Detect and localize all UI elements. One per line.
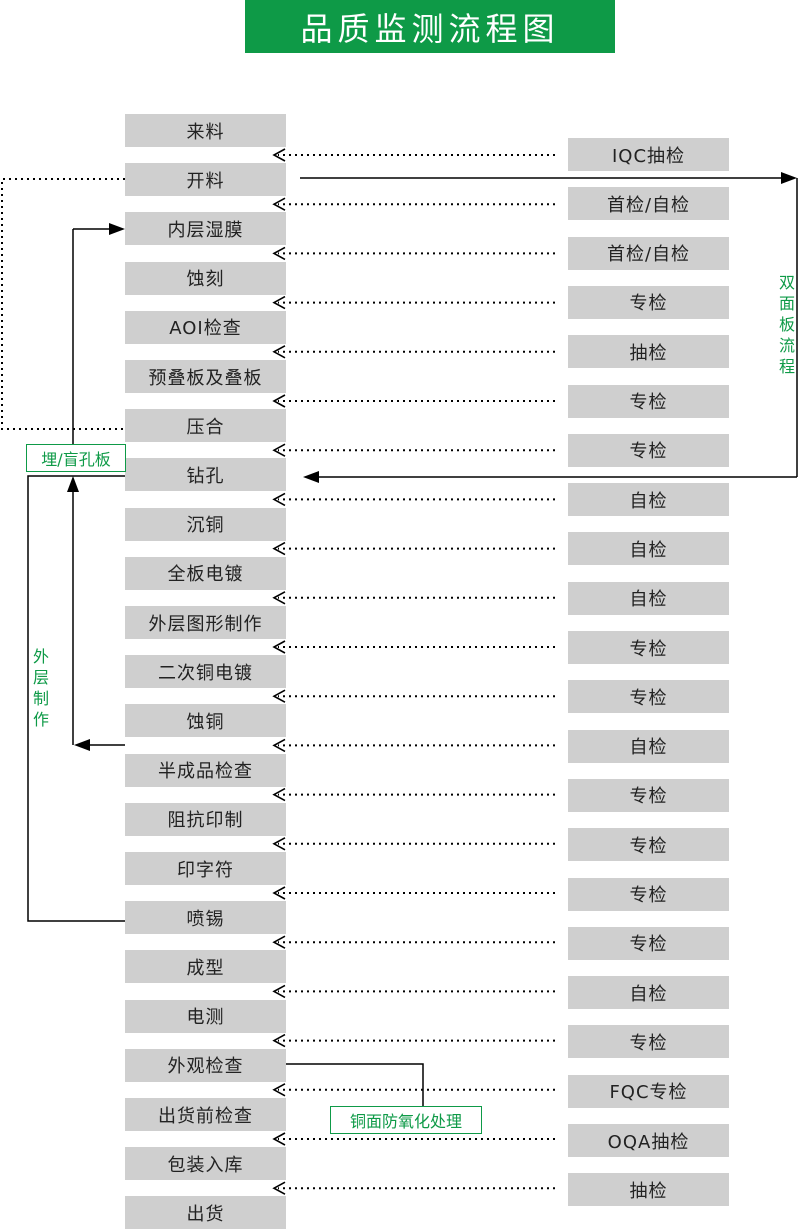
inspection-arrowhead (272, 1083, 286, 1097)
inspection-arrowhead (272, 787, 286, 802)
inspection-arrowhead (272, 148, 286, 162)
inspection-arrowhead (272, 1033, 286, 1048)
inspection-arrowhead (272, 837, 286, 851)
inspection-arrowhead (272, 738, 286, 753)
process-step: 预叠板及叠板 (125, 360, 286, 393)
inspection-item: 自检 (568, 532, 729, 566)
inspection-item: 专检 (568, 778, 729, 812)
double-sided-arrowhead-left (303, 471, 319, 483)
process-step: 外层图形制作 (125, 606, 286, 639)
process-step: 电测 (125, 999, 286, 1033)
inspection-arrowhead (272, 394, 286, 408)
dotted-loop-line (1, 178, 125, 430)
process-step: 出货 (125, 1196, 286, 1229)
process-step: 阻抗印制 (125, 802, 286, 836)
inspection-item: 首检/自检 (568, 187, 729, 221)
process-step: 二次铜电镀 (125, 655, 286, 689)
inspection-arrows (272, 148, 555, 1195)
inspection-arrowhead (272, 246, 286, 261)
process-step: 成型 (125, 950, 286, 984)
inspection-item: 首检/自检 (568, 236, 729, 270)
buried-blind-via-label: 埋/盲孔板 (26, 444, 126, 472)
inspection-arrowhead (272, 886, 286, 900)
inspection-item: 专检 (568, 631, 729, 664)
inspection-item: 抽检 (568, 335, 729, 369)
anti-oxidation-line (286, 1063, 424, 1108)
inspection-arrowhead (272, 541, 286, 556)
process-step: 钻孔 (125, 458, 286, 492)
process-step: 喷锡 (125, 901, 286, 935)
outer-layer-arrowhead-up (67, 476, 79, 492)
anti-oxidation-label: 铜面防氧化处理 (330, 1106, 482, 1134)
inspection-item: 抽检 (568, 1173, 729, 1207)
inspection-item: 自检 (568, 483, 729, 517)
process-step: 半成品检查 (125, 753, 286, 787)
inspection-item: 专检 (568, 926, 729, 960)
inspection-arrowhead (272, 492, 286, 507)
inspection-item: 自检 (568, 581, 729, 615)
inspection-arrowhead (272, 935, 286, 949)
process-step: 包装入库 (125, 1147, 286, 1181)
inspection-arrowhead (272, 689, 286, 703)
inspection-item: 专检 (568, 877, 729, 911)
process-step: 全板电镀 (125, 556, 286, 590)
inspection-item: 专检 (568, 680, 729, 714)
process-step: 蚀刻 (125, 261, 286, 295)
outer-layer-arrowhead-left (74, 739, 90, 751)
inspection-item: 专检 (568, 433, 729, 467)
process-step: 外观检查 (125, 1048, 286, 1082)
process-step: 内层湿膜 (125, 212, 286, 246)
process-step: 压合 (125, 409, 286, 443)
inspection-arrowhead (272, 1181, 286, 1195)
inspection-arrowhead (272, 984, 286, 999)
process-step: 蚀铜 (125, 704, 286, 738)
double-sided-arrowhead-right (781, 172, 797, 184)
inspection-item: IQC抽检 (568, 138, 729, 171)
inspection-item: 自检 (568, 729, 729, 763)
outer-layer-label: 外 层 制 作 (32, 647, 49, 729)
inspection-item: 专检 (568, 285, 729, 319)
blind-via-arrowhead (109, 223, 125, 235)
double-sided-flow-label: 双 面 板 流 程 (778, 273, 795, 376)
process-step: 印字符 (125, 852, 286, 885)
inspection-item: 专检 (568, 828, 729, 862)
inspection-arrowhead (272, 443, 286, 457)
inspection-arrowhead (272, 345, 286, 359)
process-step: 开料 (125, 163, 286, 197)
inspection-item: FQC专检 (568, 1074, 729, 1108)
inspection-arrowhead (272, 197, 286, 211)
inspection-arrowhead (272, 640, 286, 654)
process-step: AOI检查 (125, 310, 286, 344)
inspection-item: 自检 (568, 976, 729, 1010)
inspection-item: OQA抽检 (568, 1124, 729, 1157)
inspection-item: 专检 (568, 384, 729, 418)
inspection-arrowhead (272, 591, 286, 605)
process-step: 沉铜 (125, 507, 286, 541)
page-title: 品质监测流程图 (245, 0, 615, 53)
hasl-loop-line (27, 475, 125, 922)
inspection-arrowhead (272, 295, 286, 310)
inspection-arrowhead (272, 1132, 286, 1146)
inspection-item: 专检 (568, 1025, 729, 1059)
process-step: 来料 (125, 114, 286, 147)
process-step: 出货前检查 (125, 1098, 286, 1131)
